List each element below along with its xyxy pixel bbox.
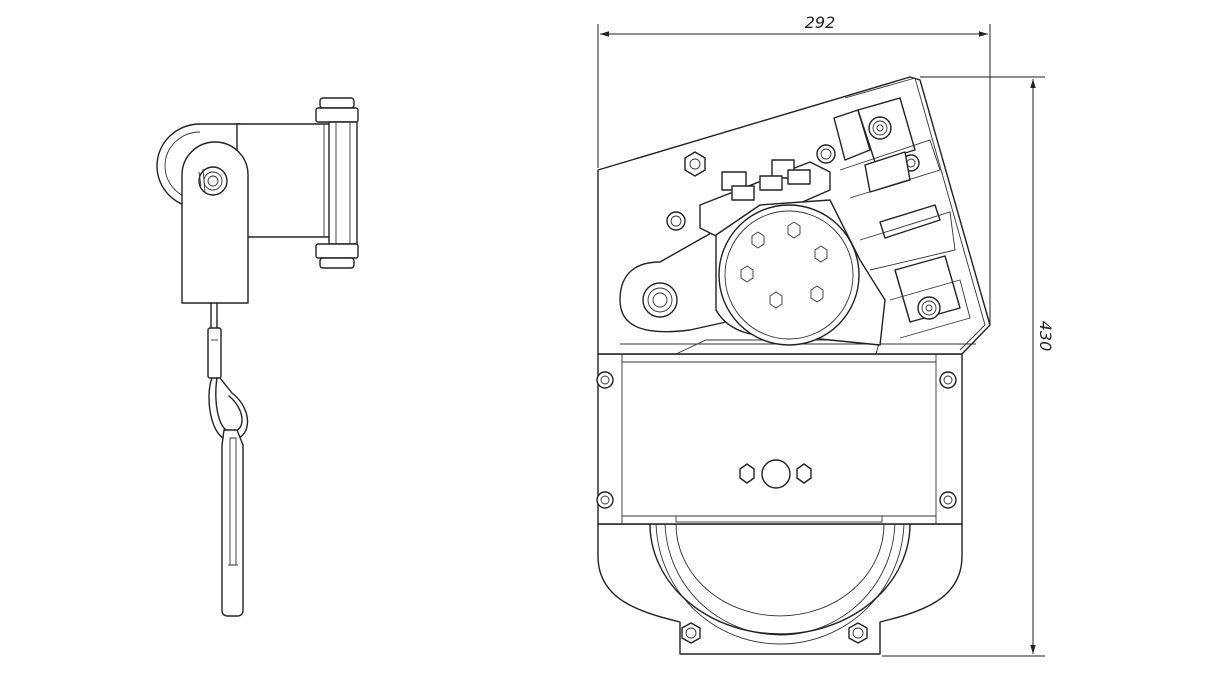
front-view-clamp — [699, 159, 831, 239]
front-view-right-bracket — [833, 97, 971, 339]
front-view-bolt — [848, 622, 868, 644]
front-view-lever — [619, 227, 736, 333]
front-view — [596, 76, 991, 655]
front-view-housing — [596, 353, 963, 525]
width-dimension: 292 — [597, 13, 991, 325]
front-view-nut — [739, 463, 755, 484]
side-view-bolt — [198, 166, 228, 196]
front-view-center-hole — [761, 459, 791, 489]
width-dimension-label: 292 — [805, 13, 836, 32]
side-view-shaft — [315, 97, 359, 269]
front-view-bolt — [681, 622, 701, 644]
side-view-body — [236, 123, 331, 238]
side-view — [156, 97, 359, 617]
side-view-hook — [221, 429, 244, 617]
side-view-cable — [207, 302, 249, 441]
height-dimension: 430 — [882, 76, 1055, 657]
front-view-nut — [796, 463, 812, 484]
height-dimension-label: 430 — [1036, 321, 1055, 352]
front-view-hub-bolt — [740, 221, 828, 309]
side-view-arm — [181, 141, 249, 304]
front-view-hub — [715, 199, 886, 346]
